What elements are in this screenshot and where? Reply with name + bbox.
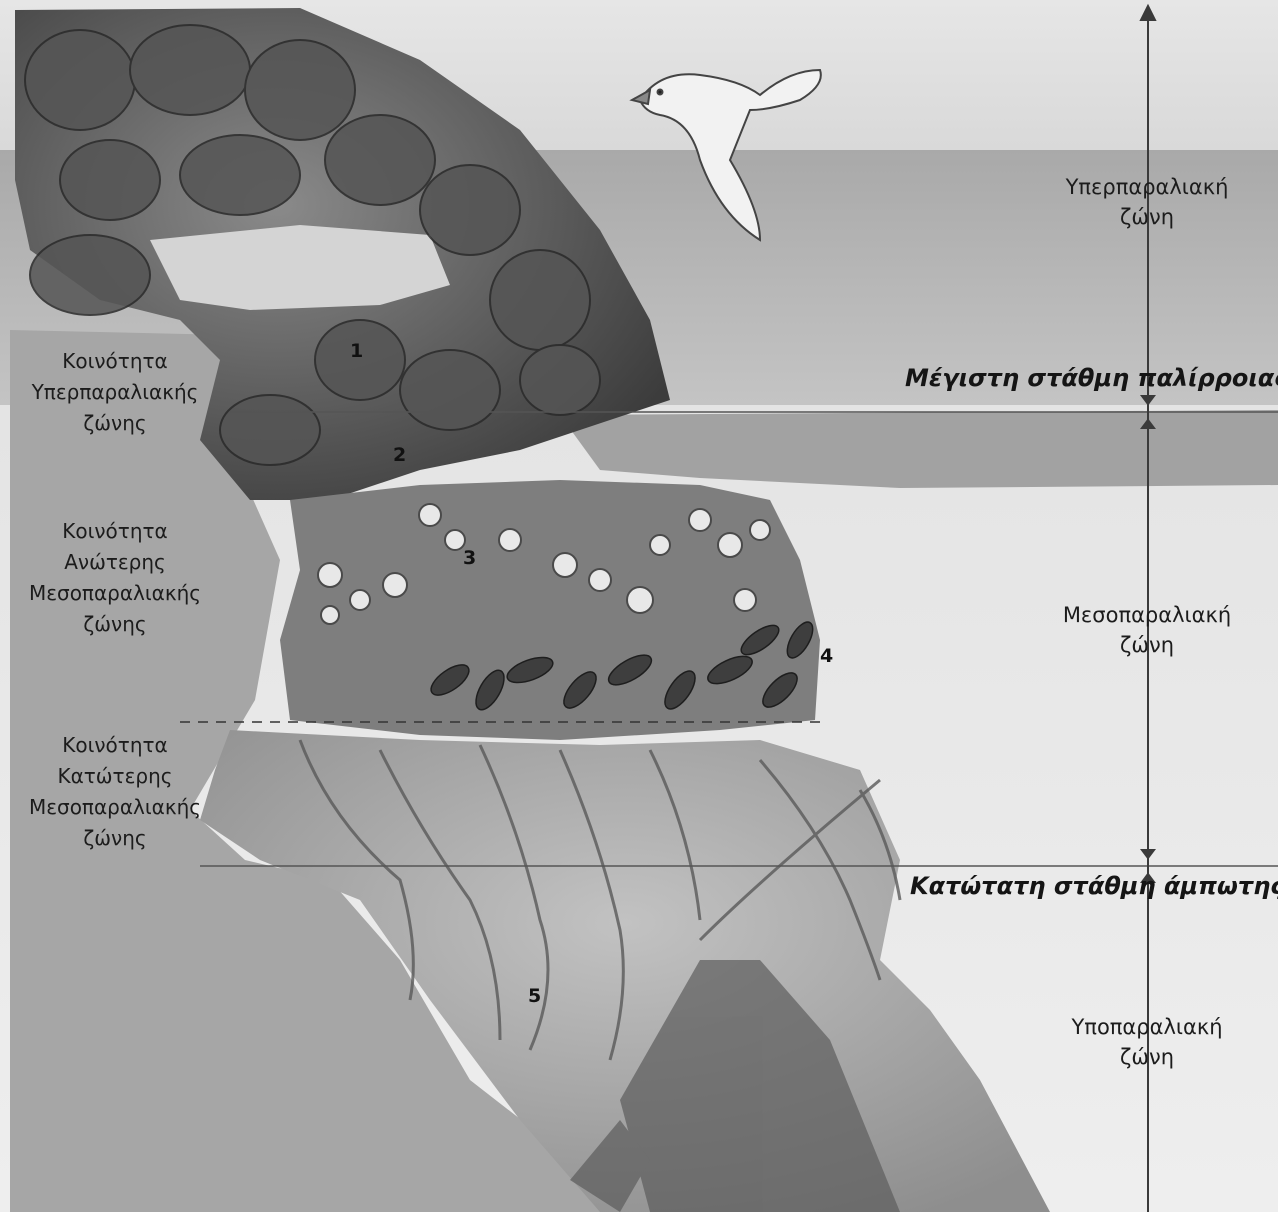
cliff-highlight [150,225,450,310]
marker-1: 1 [350,340,363,362]
marker-5: 5 [528,985,541,1007]
zone-label-sublittoral: Υποπαραλιακή ζώνη [1040,1012,1254,1072]
zone-label-mesolittoral: Μεσοπαραλιακή ζώνη [1040,600,1254,660]
high-tide-label: Μέγιστη στάθμη παλίρροιας [905,364,1278,392]
community-label-lower-mesolittoral: Κοινότητα Κατώτερης Μεσοπαραλιακής ζώνης [10,730,220,854]
marker-3: 3 [463,547,476,569]
community-label-supralittoral: Κοινότητα Υπερπαραλιακής ζώνης [10,346,220,439]
low-tide-label: Κατώτατη στάθμη άμπωτης [910,872,1278,900]
community-label-upper-mesolittoral: Κοινότητα Ανώτερης Μεσοπαραλιακής ζώνης [10,516,220,640]
marker-2: 2 [393,444,406,466]
zone-label-supralittoral: Υπερπαραλιακή ζώνη [1040,172,1254,232]
marker-4: 4 [820,645,833,667]
